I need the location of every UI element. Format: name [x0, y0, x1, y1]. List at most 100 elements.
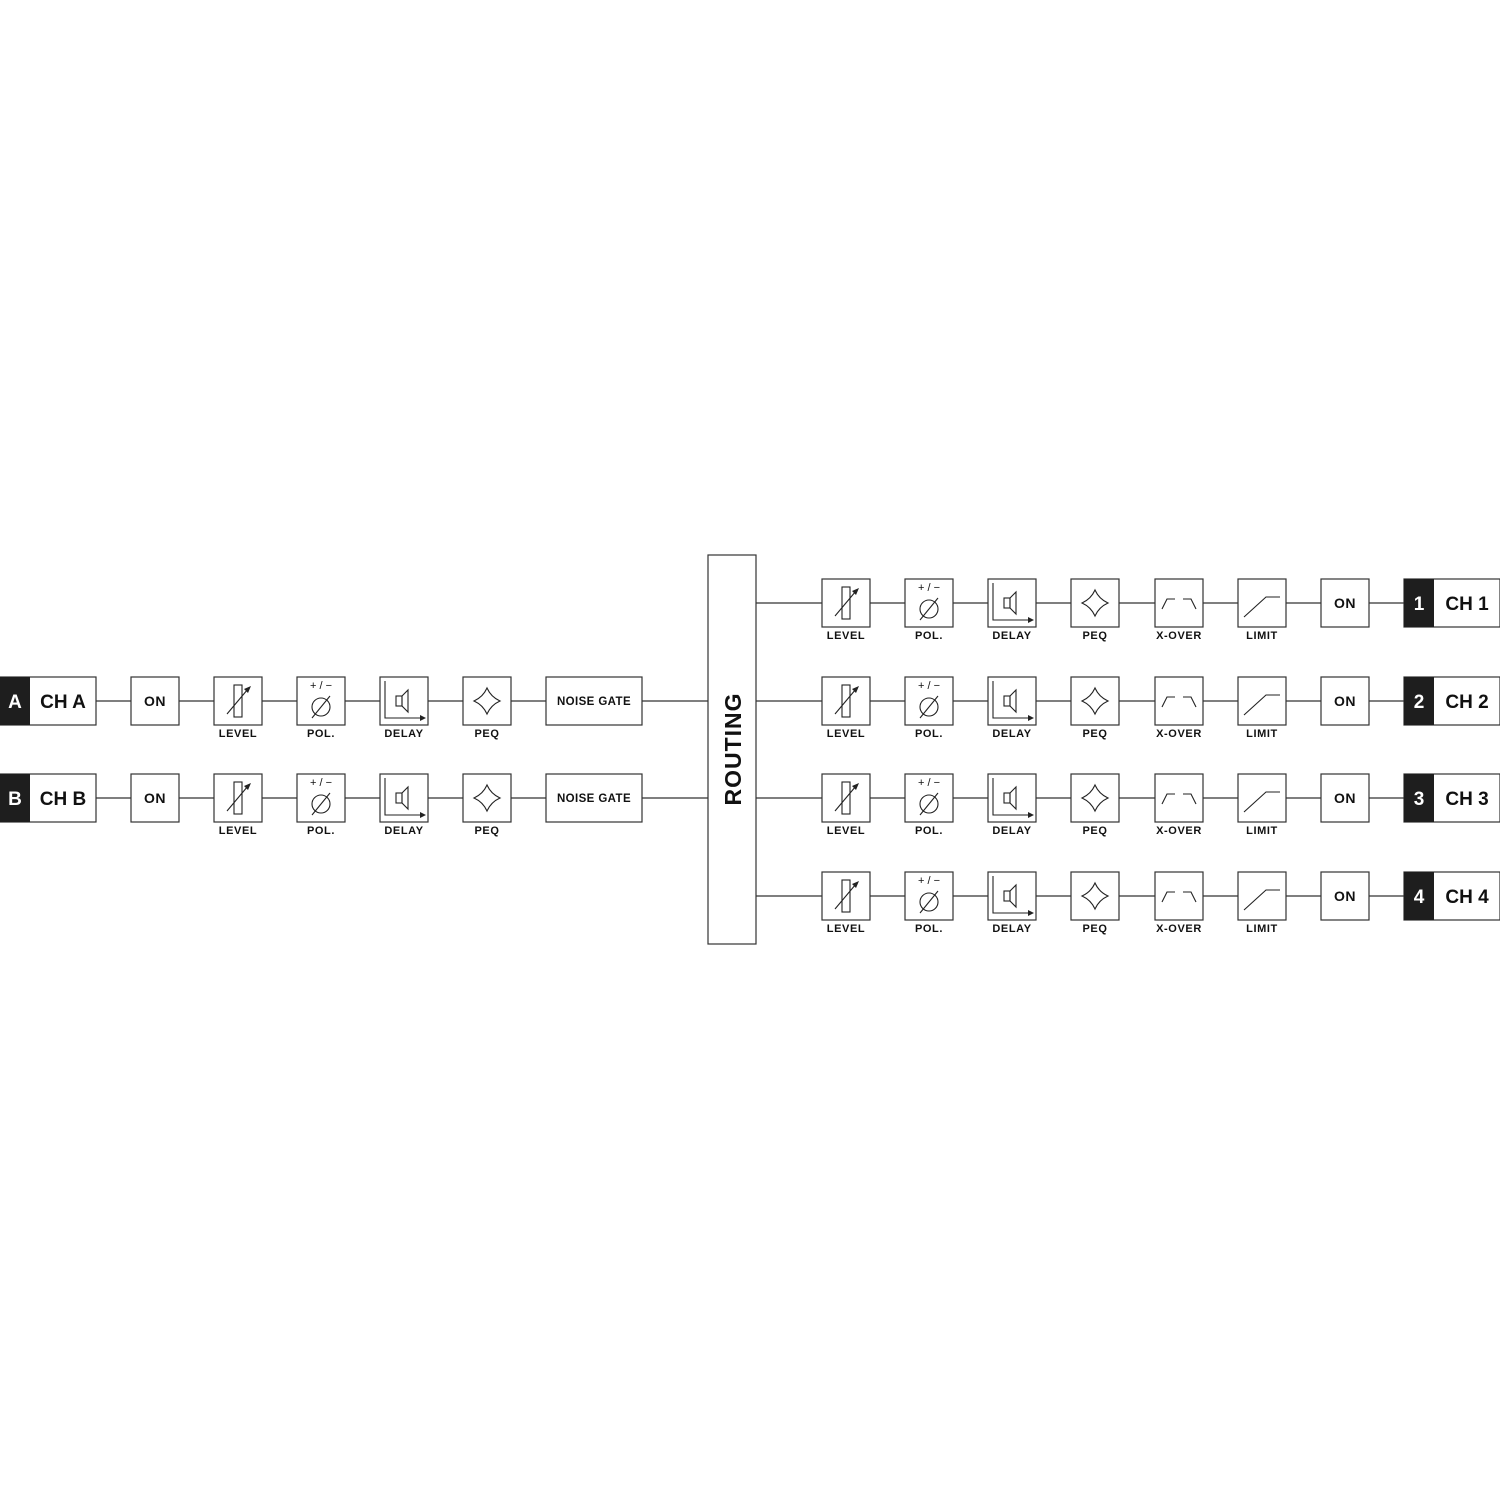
on-box: [1320, 773, 1370, 823]
block-label: PEQ: [1082, 923, 1107, 935]
block-label: POL.: [915, 630, 943, 642]
block-label: X-OVER: [1156, 825, 1202, 837]
block-label: LIMIT: [1246, 728, 1278, 740]
dsp-block: LEVEL: [821, 773, 871, 837]
block-label: PEQ: [1082, 825, 1107, 837]
level-icon: [226, 684, 251, 718]
routing-box: [707, 554, 757, 945]
delay-icon: [992, 681, 1034, 721]
block-label: POL.: [915, 923, 943, 935]
noise-gate-block: NOISE GATE: [545, 676, 643, 726]
polarity-icon: + / −: [310, 680, 332, 719]
polarity-symbol: + / −: [918, 582, 940, 594]
on-box: [1320, 871, 1370, 921]
channel-tag: A: [8, 692, 22, 713]
dsp-block: LIMIT: [1237, 578, 1287, 642]
block-label: PEQ: [1082, 728, 1107, 740]
channel-tag-bg: [1404, 872, 1434, 920]
noise-gate-box: [545, 773, 643, 823]
block-box: [1154, 578, 1204, 628]
polarity-icon: + / −: [310, 777, 332, 816]
block-label: DELAY: [992, 923, 1031, 935]
block-label: DELAY: [384, 728, 423, 740]
block-label: PEQ: [474, 728, 499, 740]
block-box: [1237, 676, 1287, 726]
block-box: [1237, 578, 1287, 628]
block-label: LEVEL: [827, 923, 865, 935]
crossover-icon: [1161, 793, 1197, 805]
polarity-symbol: + / −: [310, 680, 332, 692]
polarity-icon: + / −: [918, 680, 940, 719]
on-switch: ON: [1320, 578, 1370, 628]
block-box: [1154, 871, 1204, 921]
dsp-block: DELAY: [379, 773, 429, 837]
level-icon: [834, 586, 859, 620]
block-box: [296, 773, 346, 823]
peq-icon: [1080, 881, 1110, 911]
peq-icon: [1080, 588, 1110, 618]
level-icon: [834, 781, 859, 815]
block-label: DELAY: [384, 825, 423, 837]
level-icon: [834, 684, 859, 718]
dsp-block: LIMIT: [1237, 676, 1287, 740]
crossover-icon: [1161, 891, 1197, 903]
block-label: LEVEL: [219, 825, 257, 837]
on-box: [130, 773, 180, 823]
dsp-block: LEVEL: [821, 578, 871, 642]
dsp-block: PEQ: [1070, 871, 1120, 935]
channel-tag: 3: [1414, 789, 1425, 810]
on-switch: ON: [1320, 676, 1370, 726]
limiter-icon: [1243, 694, 1280, 716]
polarity-symbol: + / −: [918, 875, 940, 887]
channel-tag-bg: [0, 677, 30, 725]
dsp-block: DELAY: [987, 676, 1037, 740]
block-box: [904, 773, 954, 823]
block-box: [1154, 676, 1204, 726]
block-label: POL.: [307, 728, 335, 740]
level-icon: [834, 879, 859, 913]
block-label: LEVEL: [827, 825, 865, 837]
polarity-symbol: + / −: [310, 777, 332, 789]
block-label: LIMIT: [1246, 923, 1278, 935]
dsp-block: PEQ: [1070, 578, 1120, 642]
dsp-block: LIMIT: [1237, 871, 1287, 935]
delay-icon: [992, 876, 1034, 916]
noise-gate-label: NOISE GATE: [557, 696, 631, 708]
polarity-symbol: + / −: [918, 777, 940, 789]
block-label: DELAY: [992, 728, 1031, 740]
on-switch: ON: [1320, 871, 1370, 921]
block-label: PEQ: [1082, 630, 1107, 642]
on-label: ON: [1334, 790, 1356, 806]
peq-icon: [1080, 686, 1110, 716]
block-label: LEVEL: [219, 728, 257, 740]
dsp-block: + / − POL.: [296, 773, 346, 837]
dsp-block: X-OVER: [1154, 676, 1204, 740]
noise-gate-label: NOISE GATE: [557, 793, 631, 805]
channel-tag: 4: [1414, 887, 1425, 908]
block-label: POL.: [307, 825, 335, 837]
on-box: [130, 676, 180, 726]
dsp-block: LEVEL: [821, 871, 871, 935]
dsp-block: PEQ: [462, 676, 512, 740]
dsp-block: PEQ: [1070, 773, 1120, 837]
dsp-block: + / −POL.: [904, 773, 954, 837]
delay-icon: [992, 778, 1034, 818]
block-box: [1070, 773, 1120, 823]
delay-icon: [992, 583, 1034, 623]
block-label: POL.: [915, 728, 943, 740]
peq-icon: [472, 686, 502, 716]
channel-tag: 2: [1414, 692, 1425, 713]
dsp-block: LEVEL: [213, 773, 263, 837]
on-label: ON: [1334, 888, 1356, 904]
noise-gate-block: NOISE GATE: [545, 773, 643, 823]
